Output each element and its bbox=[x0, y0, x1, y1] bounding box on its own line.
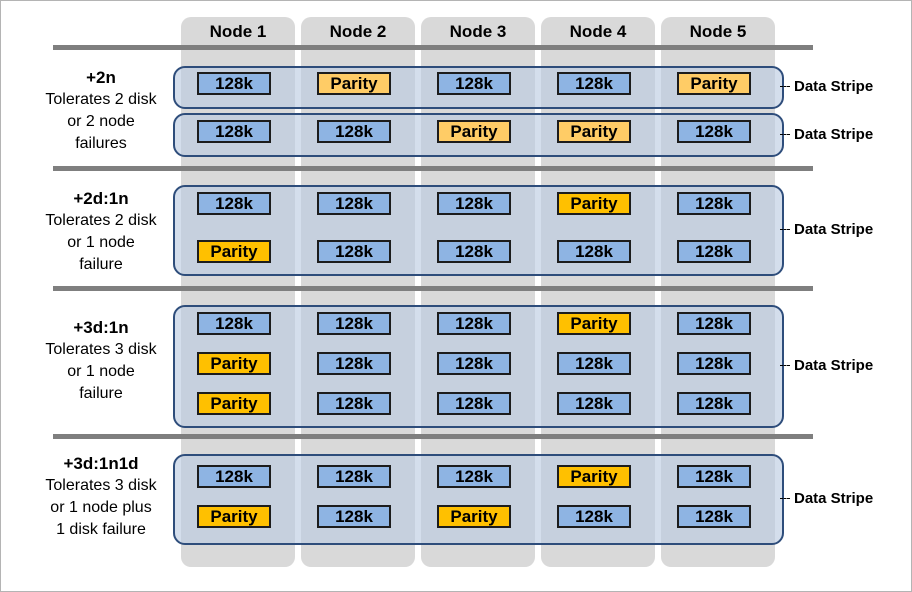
parity-block: Parity bbox=[197, 240, 271, 263]
leader-line bbox=[780, 498, 790, 499]
data-stripe-label: Data Stripe bbox=[780, 220, 873, 240]
protection-level-description: 1 disk failure bbox=[56, 521, 146, 538]
group-separator bbox=[53, 434, 813, 439]
protection-level-description: Tolerates 3 disk bbox=[45, 341, 157, 358]
parity-block: Parity bbox=[197, 505, 271, 528]
data-block: 128k bbox=[557, 352, 631, 375]
data-block: 128k bbox=[317, 465, 391, 488]
group-separator bbox=[53, 166, 813, 171]
data-block: 128k bbox=[437, 312, 511, 335]
data-block: 128k bbox=[197, 120, 271, 143]
data-block: 128k bbox=[197, 72, 271, 95]
data-block: 128k bbox=[557, 240, 631, 263]
data-block: 128k bbox=[677, 505, 751, 528]
protection-level-description: Tolerates 2 disk bbox=[45, 91, 157, 108]
protection-level-title: +3d:1n bbox=[73, 318, 129, 337]
leader-line bbox=[780, 86, 790, 87]
data-block: 128k bbox=[677, 192, 751, 215]
data-block: 128k bbox=[677, 352, 751, 375]
data-block: 128k bbox=[197, 192, 271, 215]
data-block: 128k bbox=[437, 392, 511, 415]
data-block: 128k bbox=[197, 312, 271, 335]
data-block: 128k bbox=[437, 72, 511, 95]
parity-block: Parity bbox=[317, 72, 391, 95]
protection-level-description: or 1 node plus bbox=[50, 499, 152, 516]
data-block: 128k bbox=[677, 312, 751, 335]
group-separator bbox=[53, 286, 813, 291]
parity-block: Parity bbox=[557, 465, 631, 488]
group-separator bbox=[53, 45, 813, 50]
data-stripe-label: Data Stripe bbox=[780, 489, 873, 509]
data-stripe-label-text: Data Stripe bbox=[794, 125, 874, 143]
data-stripe-label: Data Stripe bbox=[780, 124, 873, 144]
parity-block: Parity bbox=[557, 312, 631, 335]
data-block: 128k bbox=[677, 465, 751, 488]
protection-level-title: +3d:1n1d bbox=[63, 454, 139, 473]
data-block: 128k bbox=[317, 505, 391, 528]
protection-level-description: failure bbox=[79, 385, 123, 402]
parity-block: Parity bbox=[197, 392, 271, 415]
data-block: 128k bbox=[317, 192, 391, 215]
data-block: 128k bbox=[317, 120, 391, 143]
protection-level-description: or 1 node bbox=[67, 363, 135, 380]
data-block: 128k bbox=[437, 352, 511, 375]
data-block: 128k bbox=[317, 392, 391, 415]
data-stripe-label-text: Data Stripe bbox=[794, 490, 874, 507]
data-block: 128k bbox=[557, 392, 631, 415]
parity-block: Parity bbox=[677, 72, 751, 95]
data-stripe-label: Data Stripe bbox=[780, 77, 873, 97]
parity-block: Parity bbox=[437, 120, 511, 143]
data-block: 128k bbox=[677, 240, 751, 263]
node-header: Node 3 bbox=[449, 22, 507, 41]
protection-level-description: or 1 node bbox=[67, 234, 135, 251]
protection-level-title: +2d:1n bbox=[73, 189, 129, 208]
data-block: 128k bbox=[437, 240, 511, 263]
protection-level-description: or 2 node bbox=[67, 113, 135, 130]
leader-line bbox=[780, 133, 790, 135]
node-header: Node 4 bbox=[569, 22, 627, 41]
parity-block: Parity bbox=[557, 192, 631, 215]
data-stripe-label-text: Data Stripe bbox=[794, 78, 874, 95]
protection-level-title: +2n bbox=[86, 68, 116, 87]
protection-level-description: failure bbox=[79, 256, 123, 273]
leader-line bbox=[780, 229, 790, 230]
node-header: Node 1 bbox=[209, 22, 267, 41]
data-block: 128k bbox=[677, 120, 751, 143]
data-block: 128k bbox=[197, 465, 271, 488]
data-stripe-label-text: Data Stripe bbox=[794, 357, 874, 374]
data-block: 128k bbox=[557, 505, 631, 528]
leader-line bbox=[780, 365, 790, 366]
protection-level-description: Tolerates 2 disk bbox=[45, 212, 157, 229]
parity-block: Parity bbox=[437, 505, 511, 528]
node-header: Node 2 bbox=[329, 22, 387, 41]
data-stripe-label-text: Data Stripe bbox=[794, 221, 874, 238]
data-block: 128k bbox=[557, 72, 631, 95]
data-block: 128k bbox=[317, 312, 391, 335]
data-block: 128k bbox=[317, 240, 391, 263]
protection-level-description: Tolerates 3 disk bbox=[45, 477, 157, 494]
data-stripe-label: Data Stripe bbox=[780, 356, 873, 376]
data-block: 128k bbox=[437, 465, 511, 488]
node-header: Node 5 bbox=[689, 22, 747, 41]
data-block: 128k bbox=[317, 352, 391, 375]
protection-level-description: failures bbox=[75, 135, 127, 152]
data-block: 128k bbox=[437, 192, 511, 215]
parity-block: Parity bbox=[557, 120, 631, 143]
data-block: 128k bbox=[677, 392, 751, 415]
parity-block: Parity bbox=[197, 352, 271, 375]
